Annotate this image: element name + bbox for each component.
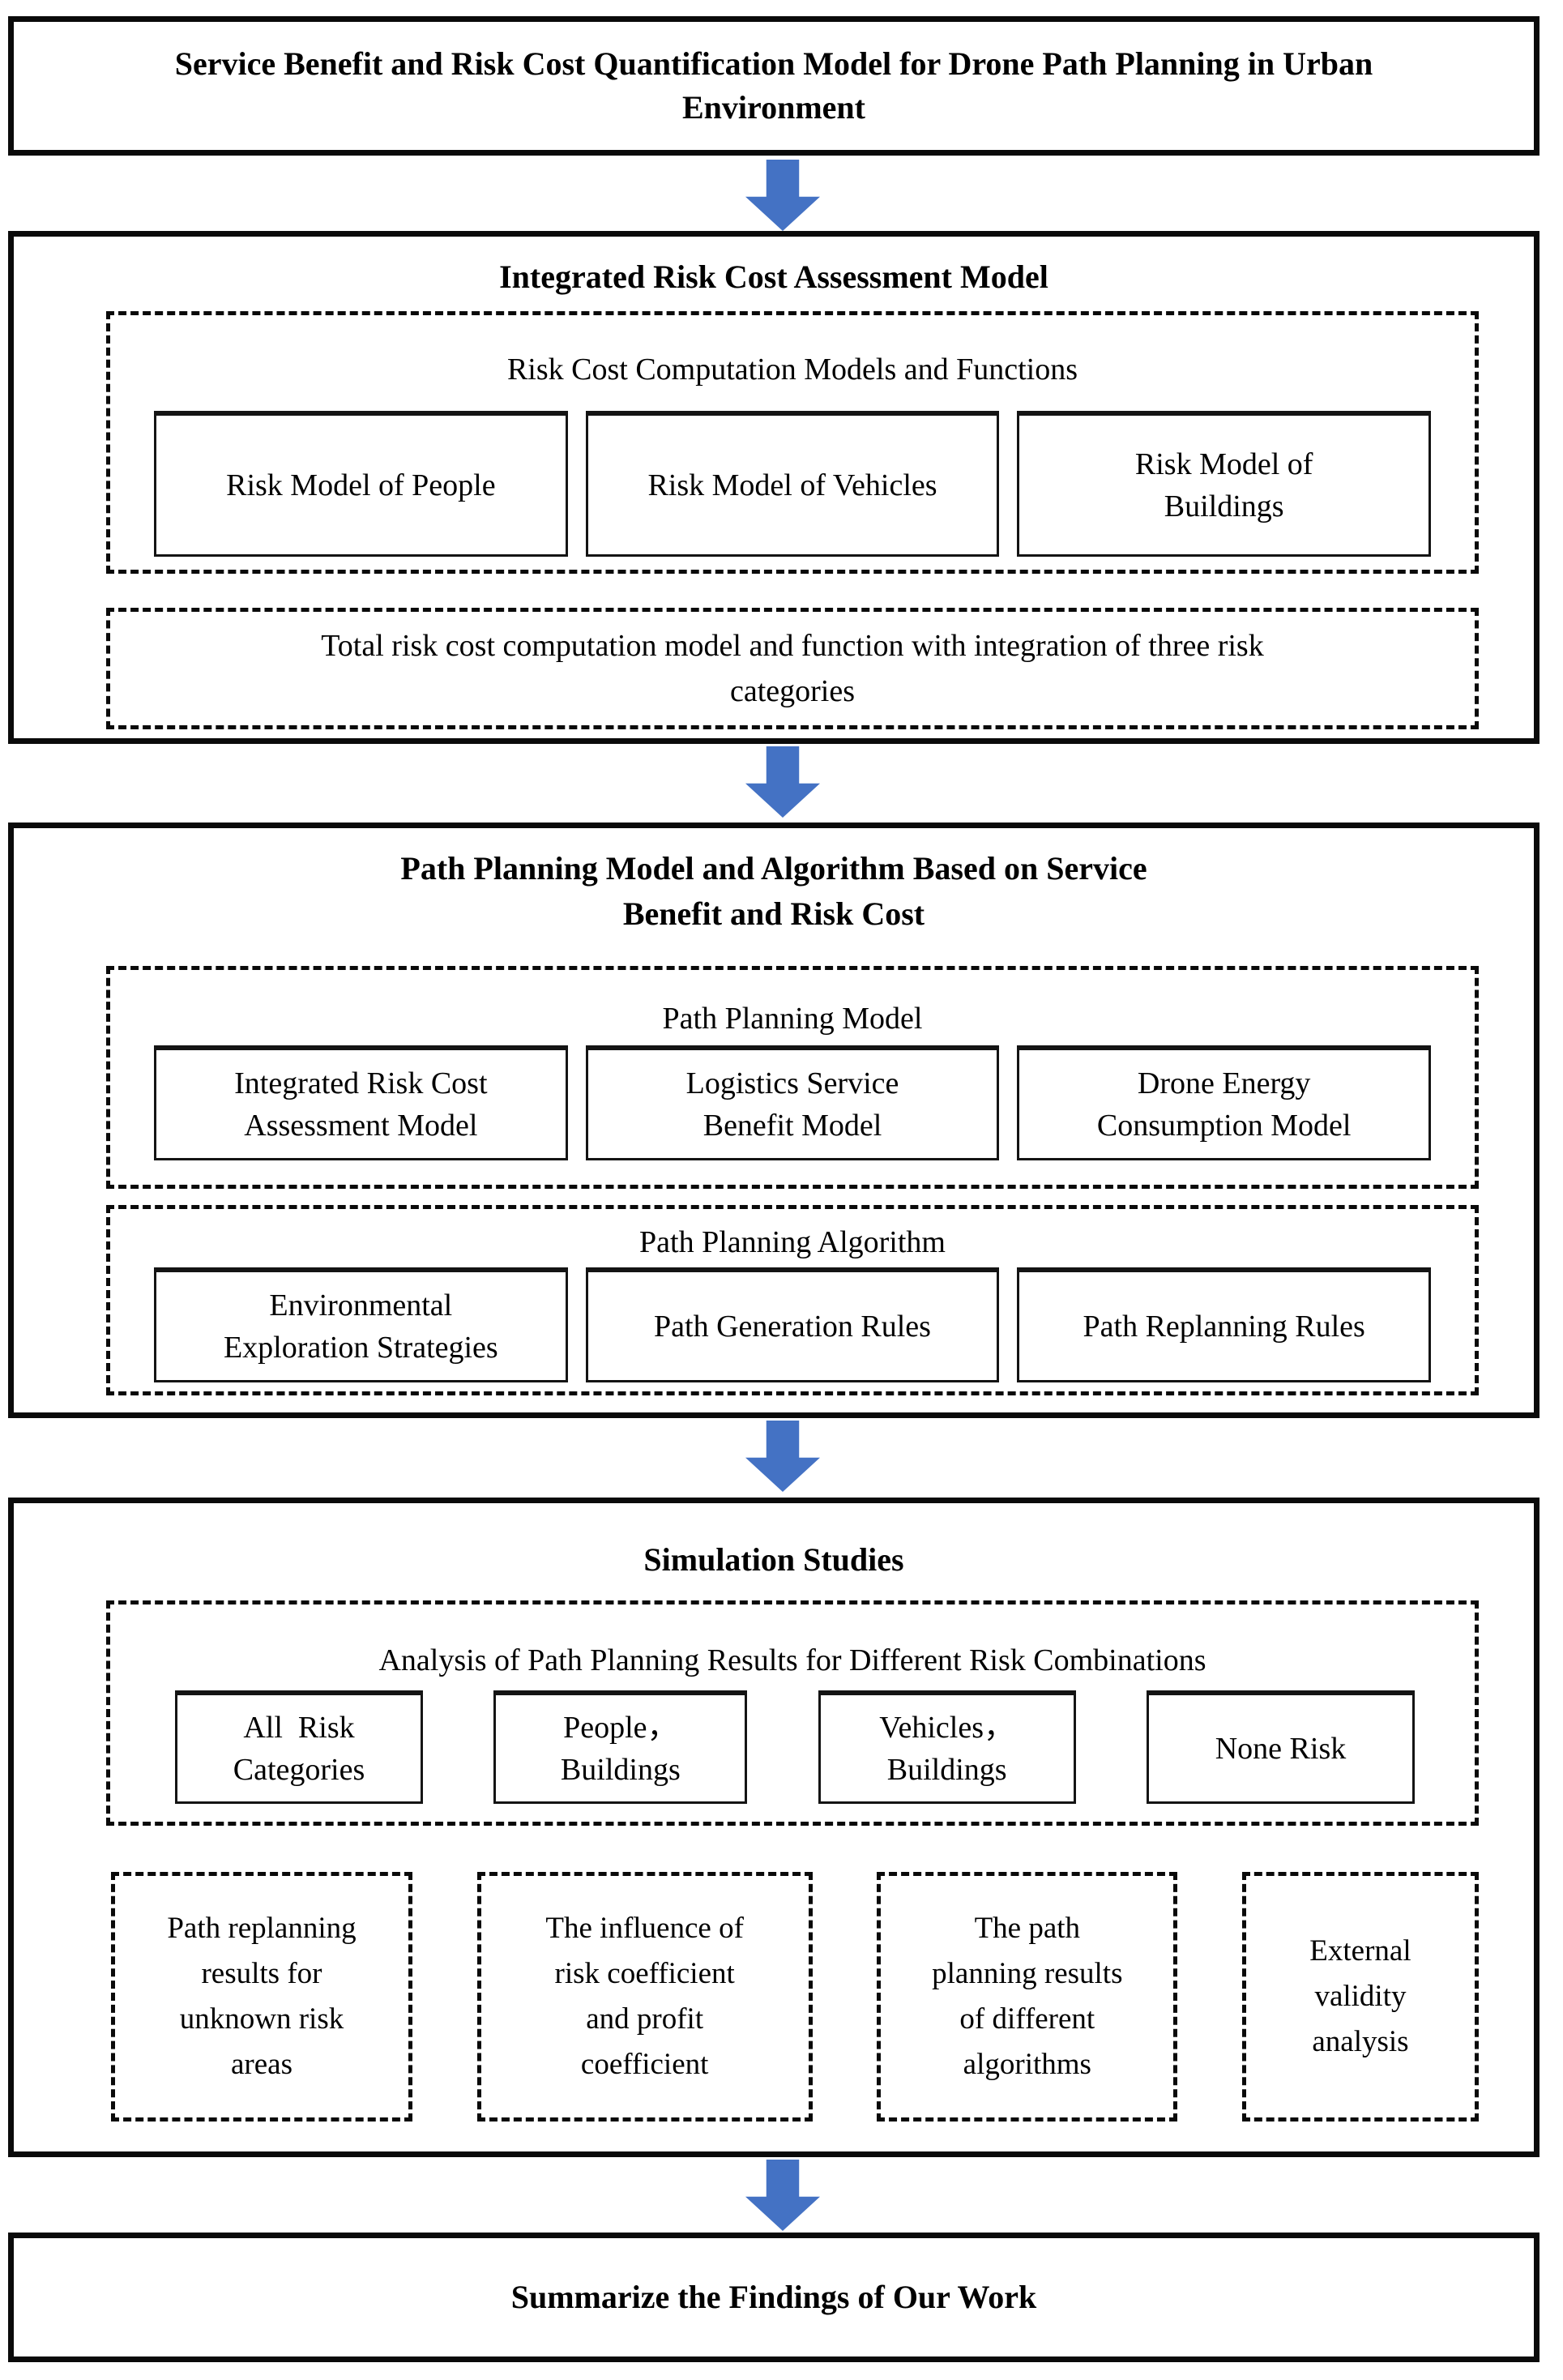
- drone-energy-box: Drone Energy Consumption Model: [1017, 1045, 1432, 1160]
- risk-model-people-label: Risk Model of People: [226, 468, 496, 502]
- study-algorithms-label: The path planning results of different a…: [932, 1912, 1123, 2081]
- planning-section-box: Path Planning Model and Algorithm Based …: [8, 823, 1540, 1418]
- computation-group-label: Risk Cost Computation Models and Functio…: [506, 353, 1078, 387]
- people-buildings-label: People， Buildings: [560, 1710, 681, 1787]
- model-boxes-row: Integrated Risk Cost Assessment Model Lo…: [154, 1045, 1432, 1160]
- planning-section-title: Path Planning Model and Algorithm Based …: [400, 850, 1147, 932]
- simulation-section-title: Simulation Studies: [643, 1541, 904, 1578]
- model-group-label: Path Planning Model: [662, 1002, 923, 1036]
- drone-energy-label: Drone Energy Consumption Model: [1096, 1066, 1352, 1143]
- risk-model-people-box: Risk Model of People: [154, 411, 568, 557]
- vehicles-buildings-label: Vehicles， Buildings: [879, 1710, 1015, 1787]
- risk-model-vehicles-label: Risk Model of Vehicles: [647, 468, 937, 502]
- study-replanning-label: Path replanning results for unknown risk…: [167, 1912, 357, 2081]
- top-title-box: Service Benefit and Risk Cost Quantifica…: [8, 16, 1540, 156]
- integrated-risk-cost-box: Integrated Risk Cost Assessment Model: [154, 1045, 568, 1160]
- logistics-benefit-label: Logistics Service Benefit Model: [685, 1066, 899, 1143]
- path-generation-rules-label: Path Generation Rules: [654, 1309, 931, 1344]
- summary-title-text: Summarize the Findings of Our Work: [510, 2279, 1037, 2315]
- study-coefficient-box: The influence of risk coefficient and pr…: [476, 1872, 813, 2121]
- studies-row: Path replanning results for unknown risk…: [111, 1872, 1479, 2121]
- analysis-boxes-row: All Risk Categories People， Buildings Ve…: [175, 1690, 1415, 1804]
- logistics-benefit-box: Logistics Service Benefit Model: [585, 1045, 1000, 1160]
- risk-model-buildings-box: Risk Model of Buildings: [1017, 411, 1432, 557]
- simulation-section-box: Simulation Studies Analysis of Path Plan…: [8, 1498, 1540, 2157]
- study-replanning-box: Path replanning results for unknown risk…: [111, 1872, 412, 2121]
- down-arrow-4: [745, 2160, 820, 2231]
- study-algorithms-box: The path planning results of different a…: [877, 1872, 1178, 2121]
- path-replanning-rules-box: Path Replanning Rules: [1017, 1267, 1432, 1382]
- study-coefficient-label: The influence of risk coefficient and pr…: [545, 1912, 744, 2081]
- study-validity-box: External validity analysis: [1241, 1872, 1479, 2121]
- study-validity-label: External validity analysis: [1309, 1934, 1411, 2058]
- computation-dashed-box: Risk Cost Computation Models and Functio…: [106, 311, 1479, 574]
- path-replanning-rules-label: Path Replanning Rules: [1083, 1309, 1365, 1344]
- down-arrow-1: [745, 160, 820, 231]
- all-risk-categories-label: All Risk Categories: [233, 1710, 365, 1787]
- top-title-text: Service Benefit and Risk Cost Quantifica…: [174, 45, 1373, 126]
- algorithm-boxes-row: Environmental Exploration Strategies Pat…: [154, 1267, 1432, 1382]
- computation-boxes-row: Risk Model of People Risk Model of Vehic…: [154, 411, 1432, 557]
- analysis-dashed-box: Analysis of Path Planning Results for Di…: [106, 1600, 1479, 1826]
- summary-box: Summarize the Findings of Our Work: [8, 2233, 1540, 2362]
- path-generation-rules-box: Path Generation Rules: [585, 1267, 1000, 1382]
- exploration-strategies-box: Environmental Exploration Strategies: [154, 1267, 568, 1382]
- risk-model-vehicles-box: Risk Model of Vehicles: [585, 411, 1000, 557]
- total-risk-dashed-box: Total risk cost computation model and fu…: [106, 608, 1479, 729]
- analysis-group-label: Analysis of Path Planning Results for Di…: [378, 1643, 1206, 1677]
- risk-section-box: Integrated Risk Cost Assessment Model Ri…: [8, 231, 1540, 744]
- algorithm-dashed-box: Path Planning Algorithm Environmental Ex…: [106, 1205, 1479, 1395]
- integrated-risk-cost-label: Integrated Risk Cost Assessment Model: [234, 1066, 488, 1143]
- people-buildings-box: People， Buildings: [493, 1690, 748, 1804]
- algorithm-group-label: Path Planning Algorithm: [639, 1225, 946, 1259]
- risk-section-title: Integrated Risk Cost Assessment Model: [499, 259, 1048, 295]
- model-dashed-box: Path Planning Model Integrated Risk Cost…: [106, 966, 1479, 1189]
- total-risk-text: Total risk cost computation model and fu…: [321, 629, 1264, 708]
- down-arrow-3: [745, 1421, 820, 1492]
- risk-model-buildings-label: Risk Model of Buildings: [1134, 447, 1313, 523]
- all-risk-categories-box: All Risk Categories: [175, 1690, 423, 1804]
- down-arrow-2: [745, 746, 820, 818]
- exploration-strategies-label: Environmental Exploration Strategies: [223, 1288, 498, 1365]
- none-risk-box: None Risk: [1146, 1690, 1415, 1804]
- vehicles-buildings-box: Vehicles， Buildings: [818, 1690, 1076, 1804]
- none-risk-label: None Risk: [1215, 1731, 1347, 1766]
